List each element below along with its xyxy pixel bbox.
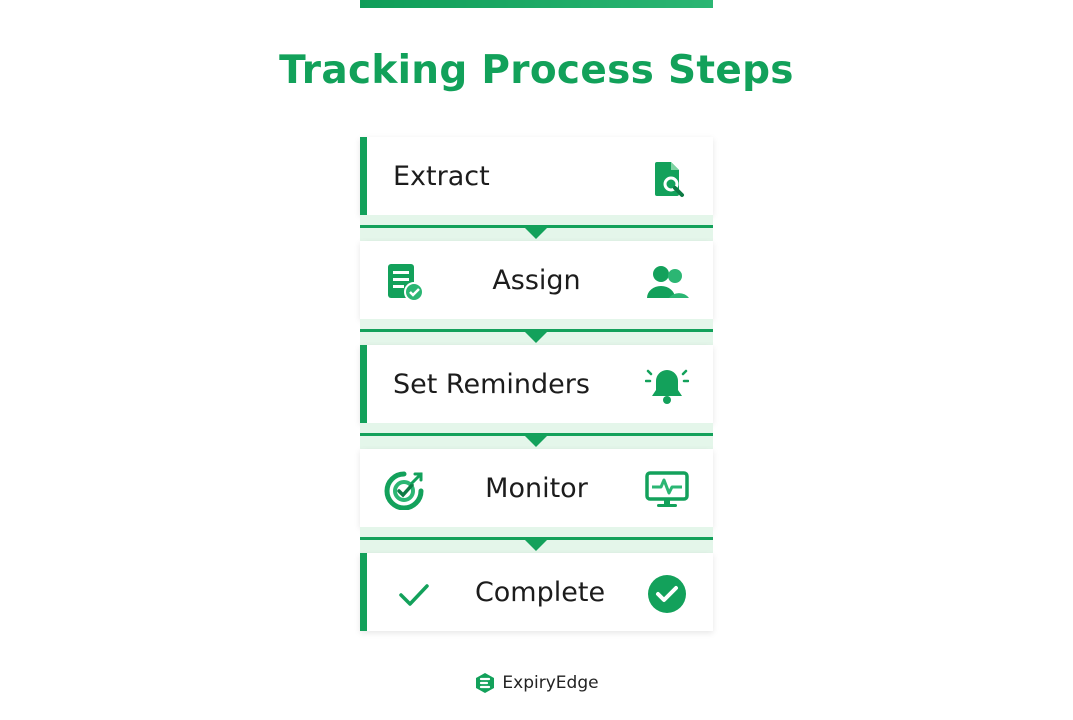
step-connector	[360, 423, 713, 449]
step-monitor: Monitor	[360, 449, 713, 527]
checklist-document-icon	[384, 262, 428, 302]
step-label: Extract	[393, 160, 490, 192]
down-arrow-icon	[525, 228, 547, 239]
step-label: Set Reminders	[393, 368, 590, 400]
step-extract: Extract	[360, 137, 713, 215]
step-connector	[360, 527, 713, 553]
step-connector	[360, 215, 713, 241]
step-label: Monitor	[485, 472, 588, 504]
brand-name: ExpiryEdge	[502, 673, 599, 693]
down-arrow-icon	[525, 332, 547, 343]
check-icon	[391, 574, 435, 614]
brand-footer: ExpiryEdge	[0, 672, 1073, 694]
step-label: Complete	[474, 576, 606, 608]
down-arrow-icon	[525, 540, 547, 551]
target-arrow-icon	[384, 470, 428, 510]
monitor-pulse-icon	[645, 470, 689, 510]
step-assign: Assign	[360, 241, 713, 319]
step-connector	[360, 319, 713, 345]
step-set-reminders: Set Reminders	[360, 345, 713, 423]
process-steps: Extract Assign	[360, 137, 713, 631]
document-search-icon	[645, 158, 689, 198]
bell-icon	[645, 366, 689, 406]
diagram-title: Tracking Process Steps	[279, 48, 794, 93]
step-label: Assign	[492, 264, 581, 296]
step-complete: Complete	[360, 553, 713, 631]
expiryedge-logo-icon	[474, 672, 496, 694]
users-icon	[645, 262, 689, 302]
top-accent-bar	[360, 0, 713, 8]
check-circle-icon	[645, 574, 689, 614]
down-arrow-icon	[525, 436, 547, 447]
